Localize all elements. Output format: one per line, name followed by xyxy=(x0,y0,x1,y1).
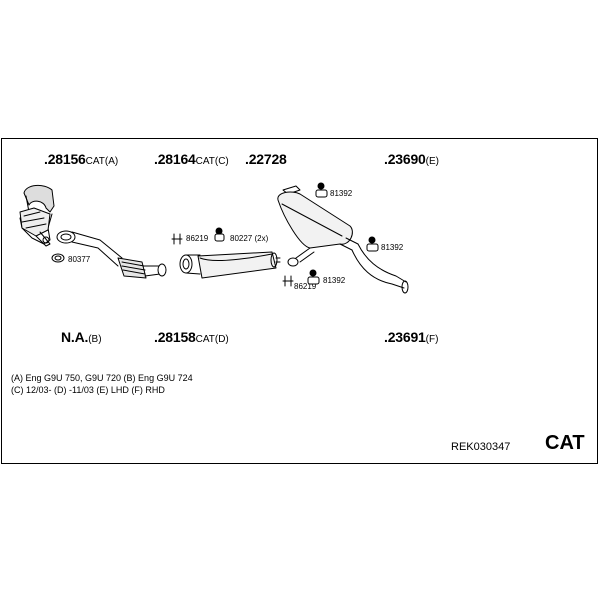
front-pipe-catalyst[interactable] xyxy=(56,230,167,279)
fitting-81392-label: 81392 xyxy=(323,276,346,285)
notes-line-1: (A) Eng G9U 750, G9U 720 (B) Eng G9U 724 xyxy=(11,373,193,383)
mounting-81392-icon[interactable] xyxy=(366,236,379,252)
part-label-22728[interactable]: .22728 xyxy=(245,152,287,168)
part-number: .23691 xyxy=(384,329,426,345)
part-label-28156[interactable]: .28156CAT(A) xyxy=(44,152,118,168)
part-suffix: CAT(D) xyxy=(195,334,229,345)
part-number: .23690 xyxy=(384,151,426,167)
rear-silencer[interactable] xyxy=(277,185,409,294)
part-label-23691[interactable]: .23691(F) xyxy=(384,330,438,346)
fitting-86219-label: 86219 xyxy=(294,282,317,291)
category-label: CAT xyxy=(545,432,585,454)
reference-number: REK030347 xyxy=(451,441,511,453)
part-number: .28164 xyxy=(154,151,196,167)
part-suffix: (F) xyxy=(425,334,439,345)
gasket-80377-icon[interactable] xyxy=(51,253,65,263)
fitting-81392-label: 81392 xyxy=(330,189,353,198)
variant-notes: (A) Eng G9U 750, G9U 720 (B) Eng G9U 724… xyxy=(11,372,193,396)
part-label-28158[interactable]: .28158CAT(D) xyxy=(154,330,229,346)
fitting-80227-label: 80227 (2x) xyxy=(230,234,269,243)
clamp-86219-icon[interactable] xyxy=(282,275,294,287)
manifold-catalyst[interactable] xyxy=(19,185,55,247)
clamp-86219-icon[interactable] xyxy=(171,233,183,245)
part-number: N.A. xyxy=(61,329,89,345)
part-number: .28156 xyxy=(44,151,86,167)
part-suffix: CAT(C) xyxy=(195,156,229,167)
fitting-81392-label: 81392 xyxy=(381,243,404,252)
notes-line-2: (C) 12/03- (D) -11/03 (E) LHD (F) RHD xyxy=(11,385,165,395)
part-suffix: (B) xyxy=(88,334,102,345)
part-label-23690[interactable]: .23690(E) xyxy=(384,152,439,168)
centre-silencer[interactable] xyxy=(179,251,281,279)
mounting-81392-icon[interactable] xyxy=(315,182,328,198)
part-suffix: (E) xyxy=(425,156,439,167)
part-number: .22728 xyxy=(245,151,287,167)
diagram-frame xyxy=(1,138,598,464)
mounting-80227-icon[interactable] xyxy=(214,227,225,242)
part-suffix: CAT(A) xyxy=(85,156,119,167)
fitting-80377-label: 80377 xyxy=(68,255,91,264)
part-label-28164[interactable]: .28164CAT(C) xyxy=(154,152,229,168)
fitting-86219-label: 86219 xyxy=(186,234,209,243)
part-label-na[interactable]: N.A.(B) xyxy=(61,330,102,346)
mounting-81392-icon[interactable] xyxy=(307,269,320,285)
part-number: .28158 xyxy=(154,329,196,345)
